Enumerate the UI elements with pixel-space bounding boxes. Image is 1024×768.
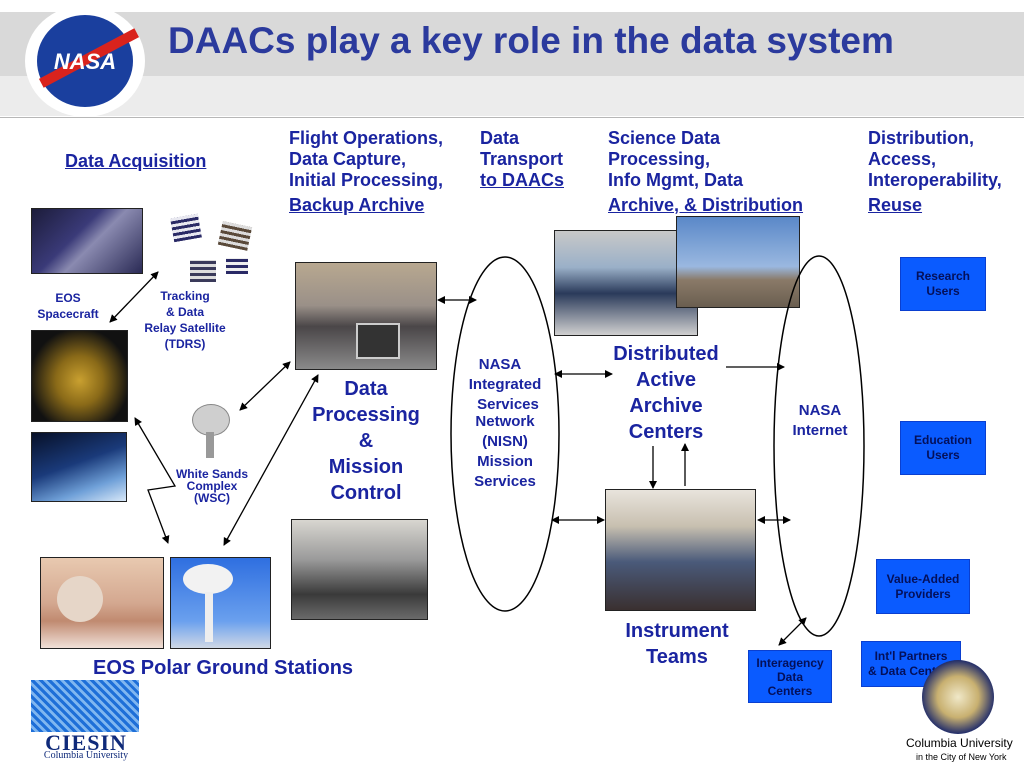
heading-line: to DAACs [480, 170, 564, 190]
box-line: Research [915, 269, 971, 283]
label-line: Integrated [468, 376, 542, 393]
label-line: (TDRS) [164, 337, 206, 351]
label-line: Internet [792, 422, 848, 439]
page-title: DAACs play a key role in the data system [168, 20, 894, 61]
box-line: Data [776, 669, 803, 684]
ground-station-photo-1 [40, 557, 164, 649]
label-line: NASA [478, 356, 522, 373]
header-divider [0, 117, 1024, 118]
label-line: Tracking [160, 289, 210, 303]
heading-flight-ops: Flight Operations, Data Capture, Initial… [289, 128, 443, 216]
label-line: Active [635, 369, 697, 391]
heading-line: Data Capture, [289, 149, 407, 169]
label-line: Teams [646, 646, 708, 668]
box-line: Providers [895, 586, 951, 601]
polar-stations-label: EOS Polar Ground Stations [93, 657, 354, 679]
box-line: Users [926, 284, 960, 298]
ciesin-logo: CIESIN Columbia University [27, 680, 145, 762]
box-line: Education [913, 433, 972, 447]
daac-building-photo [676, 216, 800, 308]
box-line: Interagency [756, 655, 824, 670]
daac-label: Distributed Active Archive Centers [600, 341, 732, 445]
heading-line: Processing, [608, 149, 711, 169]
label-line: Processing [312, 404, 420, 426]
heading-transport: Data Transport to DAACs [480, 128, 564, 191]
label-line: Network [475, 413, 535, 430]
nasa-logo-text: NASA [53, 49, 117, 74]
label-line: Mission [477, 453, 533, 470]
heading-science: Science Data Processing, Info Mgmt, Data… [608, 128, 803, 216]
arrow-wsc-control [239, 361, 291, 411]
heading-line: Access, [868, 149, 937, 169]
instrument-team-photo [605, 489, 756, 611]
label-line: Instrument [625, 620, 729, 642]
internet-ellipse [773, 255, 865, 637]
label-line: EOS [55, 291, 81, 305]
label-line: NASA [798, 402, 842, 419]
eos-spacecraft-label: EOS Spacecraft [28, 290, 108, 322]
label-line: Services [477, 396, 539, 413]
label-line: Data [344, 378, 388, 400]
label-line: Mission [328, 456, 404, 478]
instrument-teams-label: Instrument Teams [612, 618, 742, 670]
nasa-internet-label: NASA Internet [780, 401, 860, 441]
heading-line: Science Data [608, 128, 721, 148]
columbia-crown-logo [922, 660, 994, 734]
satellite-photo-2 [31, 330, 128, 422]
heading-data-acquisition: Data Acquisition [65, 151, 207, 171]
box-line: Value-Added [886, 571, 960, 586]
box-line: Centers [767, 683, 813, 698]
heading-line: Distribution, [868, 128, 974, 148]
label-line: Relay Satellite [144, 321, 226, 335]
control-room-photo [295, 262, 437, 370]
nisn-ellipse [450, 256, 560, 612]
heading-line: Flight Operations, [289, 128, 444, 148]
arrow-eos-tdrs [109, 271, 159, 323]
heading-distribution: Distribution, Access, Interoperability, … [868, 128, 1002, 216]
header-band [0, 12, 1024, 76]
nasa-logo: NASA [25, 5, 145, 117]
heading-line: Initial Processing, [289, 170, 444, 190]
label-line: Services [474, 473, 536, 490]
ground-station-photo-2 [170, 557, 271, 649]
heading-line: Transport [480, 149, 564, 169]
heading-line: Backup Archive [289, 195, 425, 215]
arrow-spacecraft-ground [134, 417, 177, 544]
heading-line: Archive, & Distribution [608, 195, 804, 215]
columbia-university-text: Columbia University [906, 736, 1013, 750]
label-line: & [358, 430, 374, 452]
heading-line: Interoperability, [868, 170, 1002, 190]
ciesin-subtext: Columbia University [43, 750, 129, 761]
heading-line: Info Mgmt, Data [608, 170, 743, 190]
label-line: Distributed [613, 343, 719, 365]
dpmc-label: Data Processing & Mission Control [296, 376, 436, 506]
label-line: (NISN) [482, 433, 528, 450]
ciesin-text: CIESIN [45, 730, 127, 755]
satellite-photo-3 [31, 432, 127, 502]
label-line: Centers [628, 421, 704, 443]
label-line: (WSC) [194, 491, 230, 505]
label-line: & Data [165, 305, 204, 319]
header-band-light [0, 76, 1024, 116]
nisn-label: NASA Integrated Services Network (NISN) … [455, 355, 555, 492]
heading-line: Reuse [868, 195, 923, 215]
arrow-ground-control [223, 374, 319, 546]
label-line: Archive [629, 395, 703, 417]
heading-line: Data [480, 128, 520, 148]
box-line: Int'l Partners [874, 649, 948, 663]
satellite-photo-1 [31, 208, 143, 274]
columbia-subtext: in the City of New York [916, 752, 1007, 762]
tdrs-satellite-image [170, 213, 254, 284]
label-line: Control [330, 482, 402, 504]
arrow-internet-interagency [778, 617, 807, 646]
label-line: Spacecraft [37, 307, 99, 321]
box-line: Users [926, 448, 960, 462]
tdrs-label: Tracking & Data Relay Satellite (TDRS) [130, 288, 240, 352]
